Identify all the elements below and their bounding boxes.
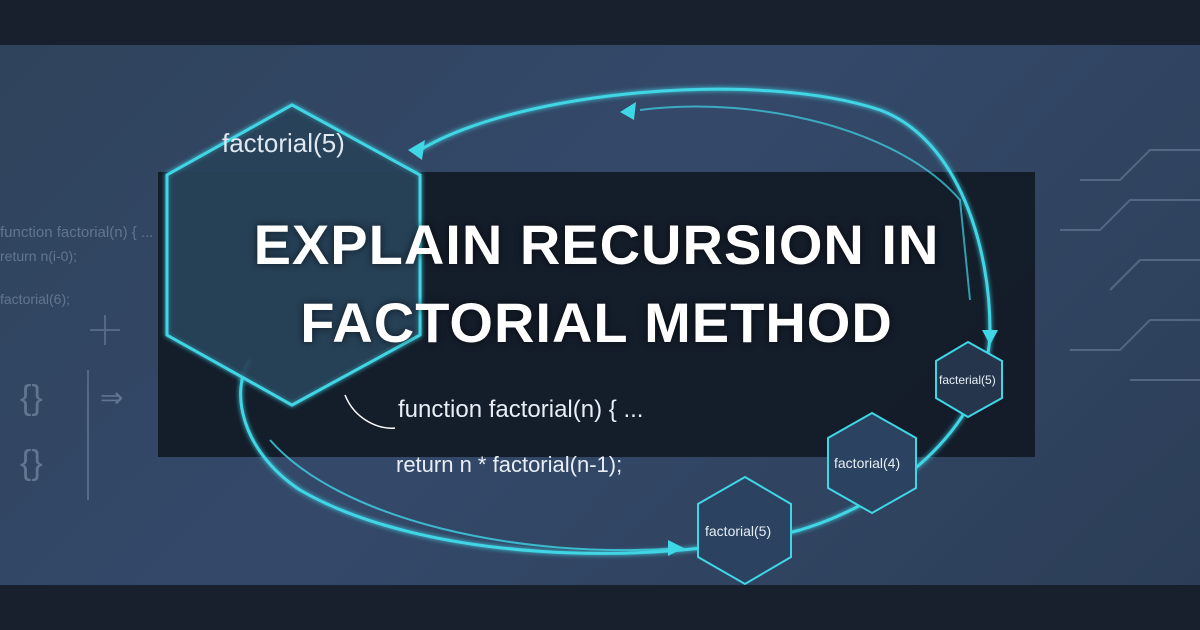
- arrowhead-icon: [620, 102, 636, 120]
- circuit-lines: [87, 149, 1200, 500]
- title-line-1: EXPLAIN RECURSION IN: [253, 213, 940, 276]
- braces-icon: {}: [20, 444, 43, 482]
- recursion-loop: [239, 87, 992, 555]
- big-hex-label: factorial(5): [222, 128, 345, 158]
- code-line-1: function factorial(n) { ...: [398, 396, 644, 423]
- arrow-icon: ⇒: [100, 382, 124, 413]
- hexagon-1: [935, 340, 1003, 419]
- title-line-2: FACTORIAL METHOD: [300, 291, 893, 354]
- arrowhead-icon: [982, 330, 998, 345]
- hexagon-3: [697, 475, 792, 586]
- background-code-line-3: factorial(6);: [0, 291, 71, 307]
- hexagon-3-label: factorial(5): [705, 523, 772, 539]
- curved-arrow-icon: [344, 394, 396, 429]
- hexagon-2-label: factorial(4): [834, 455, 901, 471]
- big-hexagon: [165, 103, 422, 407]
- code-line-2: return n * factorial(n-1);: [396, 452, 623, 477]
- background-code-line-1: function factorial(n) { ...: [0, 224, 154, 241]
- hexagon-2: [827, 411, 917, 515]
- braces-icon: {}: [20, 379, 43, 417]
- arrowhead-icon: [668, 540, 684, 556]
- arrowhead-icon: [408, 140, 425, 160]
- hexagon-1-label: facterial(5): [939, 373, 996, 387]
- top-bar: [0, 0, 1200, 45]
- background-code-line-2: return n(i-0);: [0, 248, 78, 264]
- bottom-bar: [0, 585, 1200, 630]
